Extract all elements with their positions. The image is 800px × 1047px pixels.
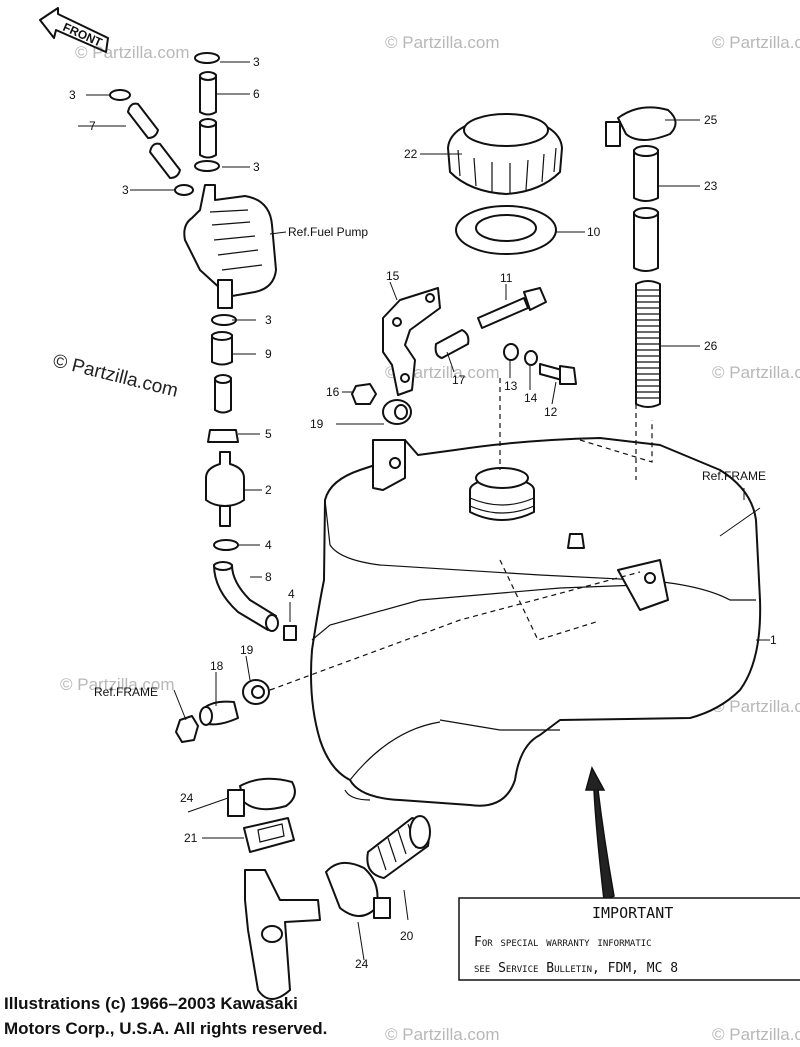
notice-arrow <box>585 766 615 902</box>
copyright-line: Illustrations (c) 1966–2003 Kawasaki <box>4 994 298 1013</box>
callout-number: 18 <box>210 659 224 673</box>
callout-number: 6 <box>253 87 260 101</box>
callout-number: 19 <box>310 417 324 431</box>
callout-number: 11 <box>500 271 513 285</box>
callout-number: 26 <box>704 339 718 353</box>
callout-number: 5 <box>265 427 272 441</box>
callout-number: 3 <box>253 160 260 174</box>
watermark: © Partzilla.com <box>712 1025 800 1044</box>
callout-numbers: 1 2 3 3 3 3 3 4 4 5 6 7 8 9 10 11 12 13 … <box>69 55 777 971</box>
fuel-tank <box>310 437 762 807</box>
callout-number: 25 <box>704 113 718 127</box>
callout-number: 4 <box>265 538 272 552</box>
important-notice: IMPORTANT For special warranty informati… <box>458 897 800 981</box>
ref-frame-label: Ref.FRAME <box>94 685 158 699</box>
lower-hardware <box>175 679 431 1000</box>
watermark: © Partzilla.com <box>712 697 800 716</box>
callout-number: 7 <box>89 119 96 133</box>
callout-number: 8 <box>265 570 272 584</box>
watermark-large: © Partzilla.com <box>51 350 180 401</box>
callout-number: 23 <box>704 179 718 193</box>
callout-number: 12 <box>544 405 558 419</box>
callout-number: 3 <box>122 183 129 197</box>
vent-hose-assembly <box>605 106 677 408</box>
callout-number: 24 <box>355 957 369 971</box>
notice-line: see Service Bulletin, FDM, MC 8 <box>474 961 678 976</box>
callout-number: 3 <box>253 55 260 69</box>
copyright-notice: Illustrations (c) 1966–2003 Kawasaki Mot… <box>4 991 327 1041</box>
callout-number: 2 <box>265 483 272 497</box>
watermark: © Partzilla.com <box>712 33 800 52</box>
reference-labels: Ref.Fuel Pump Ref.FRAME Ref.FRAME <box>94 225 766 699</box>
fuel-line-assembly <box>109 52 297 641</box>
leader-lines <box>78 61 770 961</box>
notice-title: IMPORTANT <box>592 904 673 922</box>
callout-number: 13 <box>504 379 518 393</box>
callout-number: 24 <box>180 791 194 805</box>
callout-number: 3 <box>265 313 272 327</box>
watermark: © Partzilla.com <box>712 363 800 382</box>
ref-fuel-pump-label: Ref.Fuel Pump <box>288 225 368 239</box>
callout-number: 3 <box>69 88 76 102</box>
watermark: © Partzilla.com <box>385 33 500 52</box>
watermark: © Partzilla.com <box>385 1025 500 1044</box>
callout-number: 1 <box>770 633 777 647</box>
callout-number: 10 <box>587 225 601 239</box>
callout-number: 15 <box>386 269 400 283</box>
fuel-cap <box>447 113 563 255</box>
ref-frame-label: Ref.FRAME <box>702 469 766 483</box>
callout-number: 14 <box>524 391 538 405</box>
callout-number: 21 <box>184 831 198 845</box>
callout-number: 16 <box>326 385 340 399</box>
callout-number: 9 <box>265 347 272 361</box>
front-arrow: FRONT <box>39 7 109 53</box>
watermark: © Partzilla.com <box>75 43 190 62</box>
watermark: © Partzilla.com <box>60 675 175 694</box>
callout-number: 17 <box>452 373 466 387</box>
callout-number: 4 <box>288 587 295 601</box>
callout-number: 20 <box>400 929 414 943</box>
copyright-line: Motors Corp., U.S.A. All rights reserved… <box>4 1019 328 1038</box>
notice-line: For special warranty informatic <box>474 935 652 950</box>
callout-number: 22 <box>404 147 418 161</box>
bracket-hardware <box>351 287 577 425</box>
callout-number: 19 <box>240 643 254 657</box>
